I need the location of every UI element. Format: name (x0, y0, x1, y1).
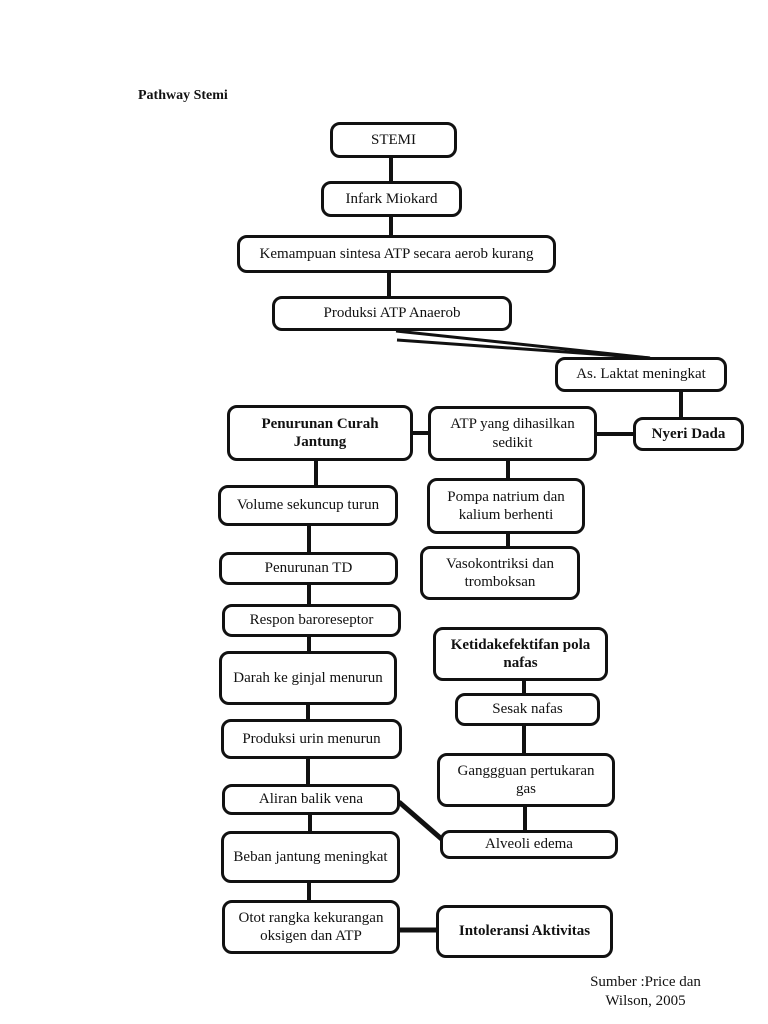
node-atp-dihasilkan-sedikit: ATP yang dihasilkan sedikit (428, 406, 597, 461)
node-vasokontriksi: Vasokontriksi dan tromboksan (420, 546, 580, 600)
connector-produksi-laktat-b (396, 338, 651, 360)
node-penurunan-curah-jantung: Penurunan Curah Jantung (227, 405, 413, 461)
node-volume-sekuncup-turun: Volume sekuncup turun (218, 485, 398, 526)
source-citation: Sumber :Price dan Wilson, 2005 (563, 973, 728, 1010)
node-stemi: STEMI (330, 122, 457, 158)
node-ketidakefektifan-pola-nafas: Ketidakefektifan pola nafas (433, 627, 608, 681)
node-ganggguan-pertukaran-gas: Ganggguan pertukaran gas (437, 753, 615, 807)
node-produksi-atp-anaerob: Produksi ATP Anaerob (272, 296, 512, 331)
node-as-laktat-meningkat: As. Laktat meningkat (555, 357, 727, 392)
connector-aliran-alveoli (397, 800, 447, 844)
source-citation-line2: Wilson, 2005 (605, 992, 686, 1009)
node-respon-baroreseptor: Respon baroreseptor (222, 604, 401, 637)
node-penurunan-td: Penurunan TD (219, 552, 398, 585)
node-kemampuan-sintesa: Kemampuan sintesa ATP secara aerob kuran… (237, 235, 556, 273)
node-produksi-urin-menurun: Produksi urin menurun (221, 719, 402, 759)
node-nyeri-dada: Nyeri Dada (633, 417, 744, 451)
node-sesak-nafas: Sesak nafas (455, 693, 600, 726)
node-otot-rangka-kekurangan: Otot rangka kekurangan oksigen dan ATP (222, 900, 400, 954)
node-aliran-balik-vena: Aliran balik vena (222, 784, 400, 815)
node-beban-jantung-meningkat: Beban jantung meningkat (221, 831, 400, 883)
node-alveoli-edema: Alveoli edema (440, 830, 618, 859)
node-darah-ke-ginjal-menurun: Darah ke ginjal menurun (219, 651, 397, 705)
source-citation-line1: Sumber :Price dan (590, 974, 701, 990)
node-pompa-natrium: Pompa natrium dan kalium berhenti (427, 478, 585, 534)
node-intoleransi-aktivitas: Intoleransi Aktivitas (436, 905, 613, 958)
page-title: Pathway Stemi (138, 88, 228, 103)
node-infark-miokard: Infark Miokard (321, 181, 462, 217)
